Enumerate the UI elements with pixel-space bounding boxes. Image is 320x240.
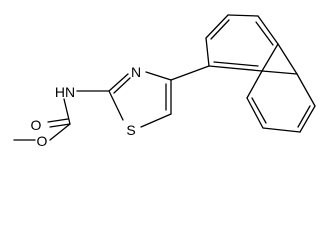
bond-n2-n3: [205, 14, 229, 39]
bond-c2-n3-double-b: [113, 77, 131, 94]
bond-n4-n4a: [257, 15, 279, 45]
bond-n7-n6: [262, 127, 301, 133]
naphthalene-ring-upper: [205, 14, 279, 72]
bond-n6-n5-inner: [297, 105, 311, 128]
bond-n8-n7: [246, 97, 264, 129]
thiazole-ring: [108, 71, 172, 128]
bond-n4-n4a-inner: [255, 21, 274, 46]
bond-carbonyl-carbon-n: [63, 98, 71, 125]
bond-n8-n7-inner: [251, 97, 267, 124]
bond-carbonyl-double-a: [49, 123, 71, 128]
atom-label-o-ester: O: [37, 133, 48, 149]
chemical-structure-diagram: HN N S O O: [0, 0, 316, 170]
diagram-background: [0, 0, 316, 170]
bond-c2-n3-double-a: [108, 73, 129, 92]
bond-n4a-side-n4a: [277, 43, 298, 75]
atom-label-n-thiazole: N: [131, 64, 141, 80]
bond-n4a-side-n8a: [261, 70, 298, 75]
bond-o-carbonyl-carbon: [49, 123, 71, 141]
bond-s1-c2: [108, 90, 124, 121]
bond-n8a-n8: [246, 70, 263, 99]
bond-n1-n2: [205, 37, 210, 67]
bond-c5-s1: [140, 113, 172, 128]
bond-n4a-n8a: [261, 43, 279, 72]
naphthalene-ring-lower: [246, 43, 316, 133]
atom-label-o-carbonyl: O: [31, 117, 42, 133]
bond-carbonyl-double-b: [47, 118, 69, 123]
bond-thiazole-naphthalene: [170, 65, 210, 81]
bond-n8a-n1: [208, 65, 263, 72]
atom-label-s-thiazole: S: [126, 122, 135, 138]
bond-n6-n5: [299, 105, 316, 133]
bond-n5-n4a-side: [296, 73, 316, 107]
bond-n2-n3-inner: [210, 19, 230, 40]
bond-n8a-n1-inner: [213, 61, 259, 67]
bond-n3-c4: [145, 71, 172, 81]
atom-label-nh: HN: [55, 84, 75, 100]
carbamate-group: [13, 90, 110, 141]
bond-n3-n4: [227, 14, 259, 17]
